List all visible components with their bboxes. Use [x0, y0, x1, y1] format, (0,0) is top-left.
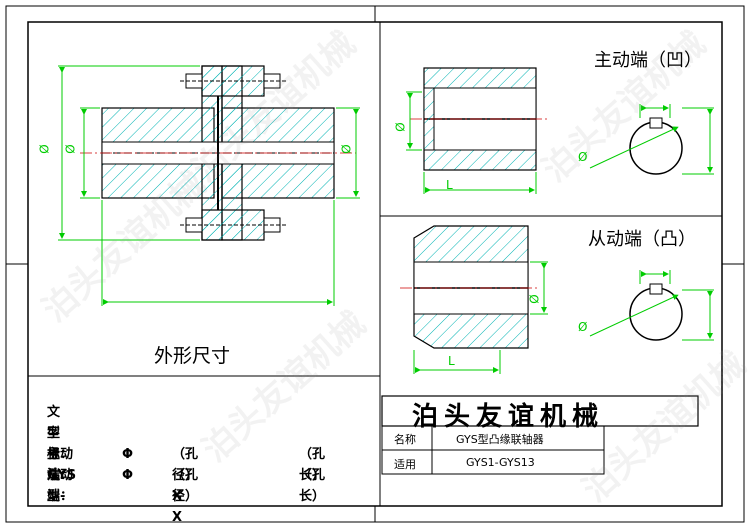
driven-end-dimensions [413, 261, 714, 374]
driving-end-view [410, 67, 683, 175]
driven-end-view [400, 225, 683, 349]
model-label: 型号：GYS型- [47, 426, 77, 504]
outer-diameter-symbol: Ø [37, 144, 52, 154]
company-name: 泊头友谊机械 [412, 402, 605, 432]
driving-end-dimensions [406, 91, 714, 194]
driving-end-title: 主动端（凹） [594, 50, 702, 71]
driven-end-label: 从动端： [47, 468, 74, 504]
driving-bore-diameter-symbol: Ø [393, 122, 408, 132]
driven-end-title: 从动端（凸） [588, 229, 696, 250]
driven-length-symbol: L [448, 354, 455, 368]
outline-title: 外形尺寸 [154, 345, 231, 367]
driving-length-symbol: L [446, 178, 453, 192]
phi-symbol: Φ [122, 468, 134, 483]
driven-bore-diameter-symbol: Ø [527, 294, 542, 304]
hub-diameter-symbol: Ø [63, 144, 78, 154]
apply-value: GYS1-GYS13 [466, 456, 535, 469]
bore-diameter-label: （孔径）X [172, 468, 199, 525]
title-block [381, 395, 699, 475]
outline-dimensions [58, 65, 360, 306]
phi-symbol: Φ [122, 447, 134, 462]
bore-length-label: （孔长） [299, 447, 326, 483]
driving-shaft-diameter-symbol: Ø [578, 150, 588, 164]
notes-heading: 文字标注 [47, 405, 61, 483]
coupling-assembly-view [80, 65, 356, 241]
driving-end-label: 主动端： [47, 447, 74, 483]
bore-length-label: （孔长） [299, 468, 326, 504]
name-label: 名称 [394, 433, 416, 446]
bore-diameter-label: （孔径）X [172, 447, 199, 504]
driven-shaft-diameter-symbol: Ø [578, 320, 588, 334]
right-hub-diameter-symbol: Ø [339, 144, 354, 154]
name-value: GYS型凸缘联轴器 [456, 433, 544, 446]
apply-label: 适用 [394, 458, 416, 471]
